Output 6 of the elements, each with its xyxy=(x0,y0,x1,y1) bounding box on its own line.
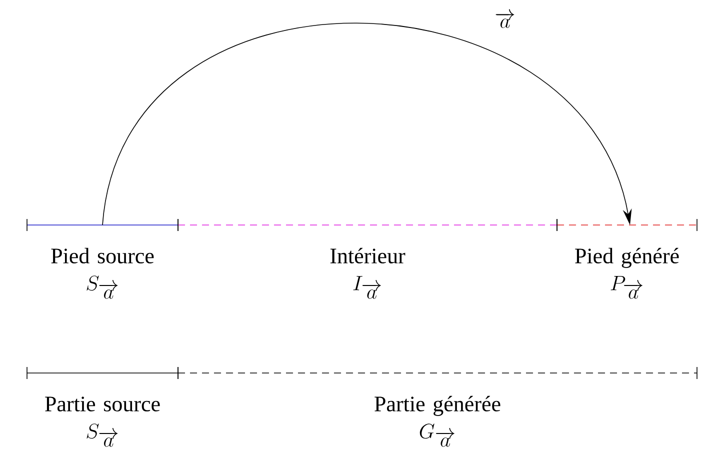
edge-label: $\overrightarrow{a}$ xyxy=(496,9,514,28)
segment: Partie générée $G_{\overrightarrow{a}}$ xyxy=(178,366,698,447)
segment: Partie source $S_{\overrightarrow{a}}$ xyxy=(26,366,178,447)
segment: Intérieur $I_{\overrightarrow{a}}$ xyxy=(178,218,558,299)
segment: Pied source $S_{\overrightarrow{a}}$ xyxy=(26,218,178,299)
segment: Pied généré $P_{\overrightarrow{a}}$ xyxy=(556,218,698,299)
